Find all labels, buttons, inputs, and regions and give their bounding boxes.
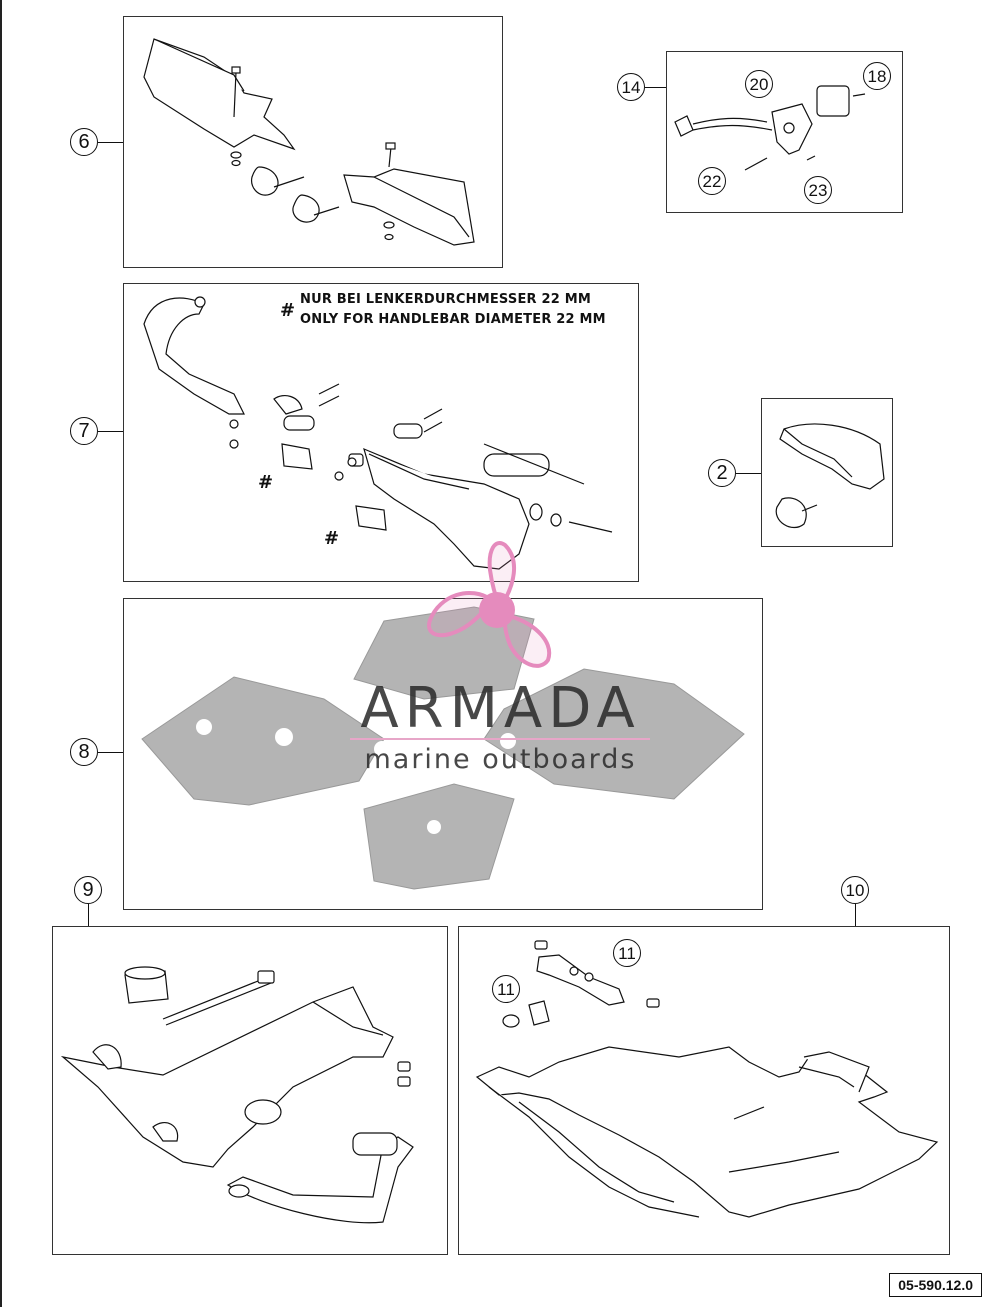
callout-11-lower: 11 [492,975,520,1003]
callout-23: 23 [804,176,832,204]
hash-marker-lower: # [324,528,340,549]
note-marker: # [280,300,296,321]
callout-20: 20 [745,70,773,98]
panel-sticker-set [123,598,763,910]
engine-guard-drawing [475,940,939,1218]
leader-8 [98,752,123,754]
leader-14 [645,87,666,89]
leader-9 [88,904,90,926]
callout-8: 8 [70,738,98,766]
callout-2: 2 [708,459,736,487]
callout-9: 9 [74,876,102,904]
small-guard-drawing [775,423,885,529]
page-edge-rule [0,0,2,1307]
panel-skid-plate-bracket [52,926,448,1255]
callout-22: 22 [698,167,726,195]
leader-6 [98,142,123,144]
leader-2 [736,473,761,475]
document-number: 05-590.12.0 [889,1273,982,1297]
callout-11-upper: 11 [613,939,641,967]
light-assembly-drawing [674,85,866,171]
sticker-set-drawing [141,606,745,890]
note-line-en: ONLY FOR HANDLEBAR DIAMETER 22 MM [300,312,606,327]
skid-plate-bracket-drawing [60,966,414,1224]
callout-18: 18 [863,62,891,90]
panel-engine-guard [458,926,950,1255]
note-line-de: NUR BEI LENKERDURCHMESSER 22 MM [300,292,591,307]
panel-small-guard [761,398,893,547]
panel-handguard-mounting-kit [123,283,639,582]
callout-10: 10 [841,876,869,904]
handguards-drawing [143,38,475,246]
callout-7: 7 [70,417,98,445]
callout-6: 6 [70,128,98,156]
handguard-mounting-drawing [143,296,613,570]
panel-handguards [123,16,503,268]
hash-marker-upper: # [258,472,274,493]
leader-10 [855,904,857,926]
leader-7 [98,431,123,433]
callout-14: 14 [617,73,645,101]
